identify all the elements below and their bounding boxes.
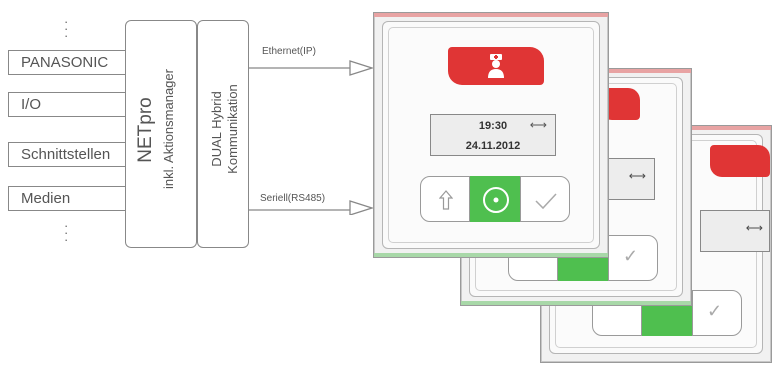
checkmark-icon: [535, 193, 557, 210]
source-io: I/O: [8, 92, 126, 117]
check-button[interactable]: [520, 176, 570, 222]
double-arrow-icon: ⟷: [628, 169, 646, 183]
ethernet-label: Ethernet(IP): [262, 46, 316, 57]
source-schnittstellen: Schnittstellen: [8, 142, 126, 167]
source-medien: Medien: [8, 186, 126, 211]
dual-line2: Kommunikation: [225, 84, 240, 174]
connector-arrows: [248, 60, 375, 215]
dual-hybrid-box: DUAL Hybrid Kommunikation: [197, 20, 249, 248]
up-button[interactable]: [420, 176, 470, 222]
display-time: 19:30: [478, 120, 508, 132]
confirm-button[interactable]: [470, 176, 520, 222]
panel-back-2-badge: [710, 145, 770, 177]
ellipsis-bottom: ···: [64, 218, 69, 247]
double-arrow-icon: ⟷: [529, 118, 547, 132]
double-arrow-icon: ⟷: [745, 221, 763, 235]
button-row: [420, 176, 570, 222]
lcd-display: 19:30 ⟷ 24.11.2012: [430, 114, 556, 156]
arrow-up-icon: [439, 190, 453, 210]
source-panasonic: PANASONIC: [8, 50, 126, 75]
ethernet-arrow: [248, 60, 375, 76]
nurse-icon: [488, 54, 504, 78]
serial-arrow: [248, 200, 375, 215]
display-date: 24.11.2012: [465, 140, 521, 152]
ellipsis-top: ···: [64, 14, 69, 43]
netpro-box: NETpro inkl. Aktionsmanager: [125, 20, 197, 248]
circle-dot-icon: [483, 187, 509, 213]
netpro-title: NETpro: [135, 97, 156, 163]
serial-label: Seriell(RS485): [260, 193, 326, 204]
panel-back-2-lcd: ⟷: [700, 210, 770, 252]
alert-badge: [448, 47, 544, 85]
dual-line1: DUAL Hybrid: [209, 91, 224, 167]
netpro-subtitle: inkl. Aktionsmanager: [161, 69, 176, 189]
